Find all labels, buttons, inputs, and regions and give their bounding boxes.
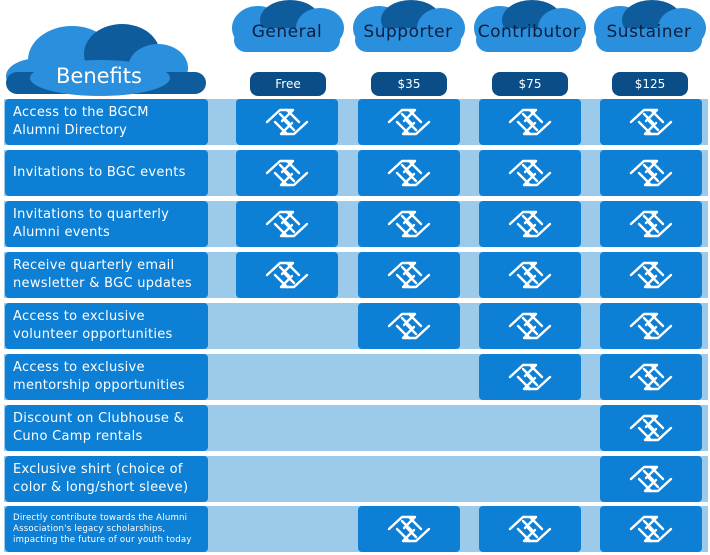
included-cell-contributor [479,150,581,196]
included-cell-sustainer [600,405,702,451]
benefit-label: Directly contribute towards the Alumni A… [5,506,208,552]
handshake-logo-icon [263,207,311,241]
handshake-logo-icon [627,411,675,445]
handshake-logo-icon [385,512,433,546]
benefit-label: Discount on Clubhouse & Cuno Camp rental… [5,405,208,451]
handshake-logo-icon [506,360,554,394]
handshake-logo-icon [627,258,675,292]
included-cell-contributor [479,252,581,298]
tier-cloud-sustainer [594,0,706,52]
included-cell-sustainer [600,150,702,196]
benefits-title: Benefits [56,64,142,88]
handshake-logo-icon [506,105,554,139]
tier-cloud-supporter [353,0,465,52]
price-contributor: $75 [492,72,568,96]
included-cell-general [236,150,338,196]
tier-name-general: General [251,22,323,42]
tier-name-supporter: Supporter [363,22,453,42]
handshake-logo-icon [506,309,554,343]
handshake-logo-icon [506,156,554,190]
handshake-logo-icon [385,156,433,190]
handshake-logo-icon [385,105,433,139]
included-cell-sustainer [600,252,702,298]
benefit-label: Access to the BGCM Alumni Directory [5,99,208,145]
included-cell-sustainer [600,354,702,400]
included-cell-supporter [358,252,460,298]
handshake-logo-icon [627,105,675,139]
handshake-logo-icon [263,258,311,292]
handshake-logo-icon [627,512,675,546]
handshake-logo-icon [627,462,675,496]
price-supporter: $35 [371,72,447,96]
handshake-logo-icon [627,360,675,394]
benefit-label: Access to exclusive volunteer opportunit… [5,303,208,349]
price-sustainer: $125 [612,72,688,96]
handshake-logo-icon [627,309,675,343]
included-cell-general [236,99,338,145]
handshake-logo-icon [263,105,311,139]
included-cell-sustainer [600,456,702,502]
included-cell-sustainer [600,303,702,349]
benefit-label: Receive quarterly email newsletter & BGC… [5,252,208,298]
tier-cloud-contributor [474,0,586,52]
benefit-label: Exclusive shirt (choice of color & long/… [5,456,208,502]
handshake-logo-icon [627,207,675,241]
included-cell-contributor [479,303,581,349]
benefit-label: Invitations to BGC events [5,150,208,196]
included-cell-supporter [358,303,460,349]
handshake-logo-icon [263,156,311,190]
handshake-logo-icon [385,258,433,292]
included-cell-contributor [479,506,581,552]
handshake-logo-icon [385,309,433,343]
included-cell-sustainer [600,99,702,145]
included-cell-supporter [358,99,460,145]
handshake-logo-icon [627,156,675,190]
included-cell-supporter [358,506,460,552]
included-cell-supporter [358,150,460,196]
included-cell-contributor [479,354,581,400]
included-cell-supporter [358,201,460,247]
included-cell-contributor [479,201,581,247]
benefit-label: Invitations to quarterly Alumni events [5,201,208,247]
tier-cloud-general [232,0,344,52]
handshake-logo-icon [506,207,554,241]
included-cell-general [236,252,338,298]
price-general: Free [250,72,326,96]
handshake-logo-icon [506,258,554,292]
included-cell-sustainer [600,506,702,552]
benefit-label: Access to exclusive mentorship opportuni… [5,354,208,400]
included-cell-general [236,201,338,247]
handshake-logo-icon [385,207,433,241]
included-cell-sustainer [600,201,702,247]
handshake-logo-icon [506,512,554,546]
tier-name-sustainer: Sustainer [606,22,692,42]
included-cell-contributor [479,99,581,145]
tier-name-contributor: Contributor [477,22,581,42]
benefits-cloud [6,24,206,96]
